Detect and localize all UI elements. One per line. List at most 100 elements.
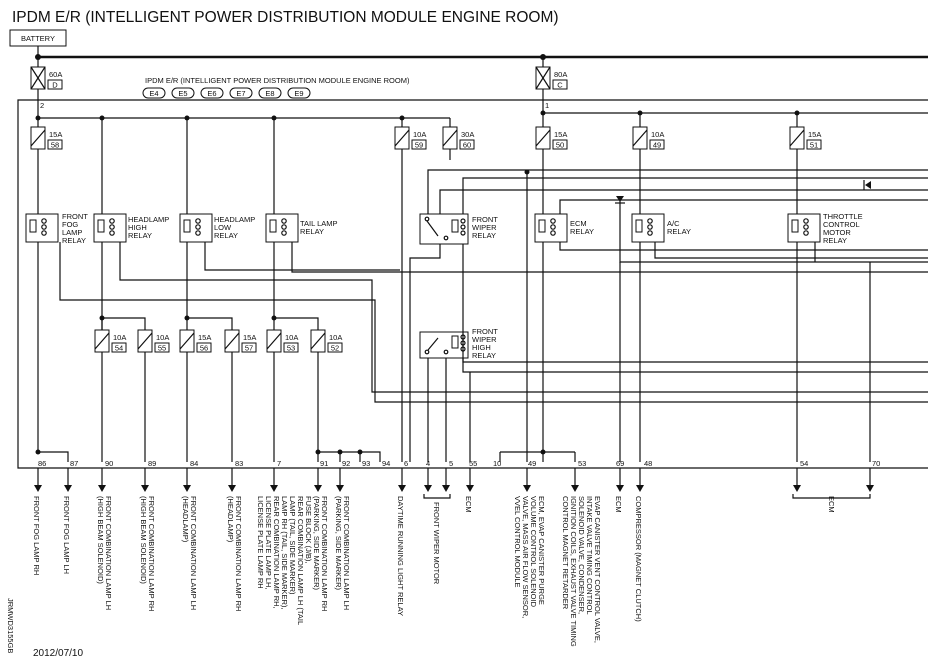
svg-text:MOTOR: MOTOR bbox=[823, 228, 851, 237]
diode-1 bbox=[615, 196, 625, 204]
relay-ac: A/C RELAY bbox=[631, 213, 691, 243]
svg-text:84: 84 bbox=[190, 459, 198, 468]
svg-text:LAMP RH (TAIL, SIDE MARKER),: LAMP RH (TAIL, SIDE MARKER), bbox=[280, 496, 289, 610]
svg-text:RELAY: RELAY bbox=[472, 231, 496, 240]
svg-text:LICENSE PLATE LAMP LH,: LICENSE PLATE LAMP LH, bbox=[264, 496, 273, 590]
battery-label: BATTERY bbox=[21, 34, 55, 43]
svg-text:VVEL CONTROL MODULE: VVEL CONTROL MODULE bbox=[513, 496, 522, 588]
svg-text:RELAY: RELAY bbox=[570, 227, 594, 236]
output-arrows bbox=[34, 468, 874, 499]
output-front-fog-lamp-lh: FRONT FOG LAMP LH bbox=[62, 496, 71, 574]
svg-text:7: 7 bbox=[277, 459, 281, 468]
relay-tail-lamp: TAIL LAMP RELAY bbox=[265, 213, 338, 243]
svg-text:(HIGH BEAM SOLENOID): (HIGH BEAM SOLENOID) bbox=[96, 496, 105, 584]
svg-text:LAMP: LAMP bbox=[62, 228, 82, 237]
svg-text:15A: 15A bbox=[198, 333, 211, 342]
svg-text:FUSE BLOCK (J/B),: FUSE BLOCK (J/B), bbox=[304, 496, 313, 564]
relay-ecm: ECM RELAY bbox=[534, 213, 594, 243]
diode-2 bbox=[863, 180, 871, 190]
svg-text:RELAY: RELAY bbox=[667, 227, 691, 236]
fuse-10a-53: 10A 53 bbox=[266, 329, 299, 462]
svg-text:57: 57 bbox=[245, 344, 253, 353]
svg-text:E7: E7 bbox=[236, 89, 245, 98]
svg-text:HIGH: HIGH bbox=[472, 343, 491, 352]
fuse-10a-52: 10A 52 bbox=[310, 329, 343, 452]
svg-text:58: 58 bbox=[51, 141, 59, 150]
svg-text:89: 89 bbox=[148, 459, 156, 468]
svg-text:FRONT: FRONT bbox=[472, 215, 498, 224]
fuse-15a-51: 15A 51 bbox=[789, 113, 822, 214]
relay-headlamp-low: HEADLAMP LOW RELAY bbox=[179, 213, 255, 243]
svg-text:52: 52 bbox=[331, 344, 339, 353]
svg-text:FRONT: FRONT bbox=[472, 327, 498, 336]
svg-text:91: 91 bbox=[320, 459, 328, 468]
svg-text:51: 51 bbox=[810, 141, 818, 150]
svg-text:E5: E5 bbox=[178, 89, 187, 98]
svg-text:SOLENOID VALVE, CONDENSER,: SOLENOID VALVE, CONDENSER, bbox=[577, 496, 586, 614]
svg-text:VALVE, MASS AIR FLOW SENSOR,: VALVE, MASS AIR FLOW SENSOR, bbox=[521, 496, 530, 618]
svg-text:RELAY: RELAY bbox=[214, 231, 238, 240]
svg-text:RELAY: RELAY bbox=[823, 236, 847, 245]
svg-text:ECM: ECM bbox=[827, 496, 836, 513]
svg-text:FRONT COMBINATION LAMP LH: FRONT COMBINATION LAMP LH bbox=[189, 496, 198, 610]
svg-text:50: 50 bbox=[556, 141, 564, 150]
svg-text:4: 4 bbox=[426, 459, 430, 468]
svg-text:FOG: FOG bbox=[62, 220, 78, 229]
output-labels: FRONT FOG LAMP RH FRONT FOG LAMP LH FRON… bbox=[32, 496, 836, 647]
fuse-15a-57: 15A 57 bbox=[224, 329, 257, 462]
svg-text:80A: 80A bbox=[554, 70, 567, 79]
svg-text:15A: 15A bbox=[49, 130, 62, 139]
svg-text:69: 69 bbox=[616, 459, 624, 468]
svg-text:6: 6 bbox=[404, 459, 408, 468]
svg-text:RELAY: RELAY bbox=[472, 351, 496, 360]
svg-text:53: 53 bbox=[578, 459, 586, 468]
svg-text:59: 59 bbox=[415, 141, 423, 150]
svg-text:49: 49 bbox=[653, 141, 661, 150]
relay-throttle-control-motor: THROTTLE CONTROL MOTOR RELAY bbox=[787, 212, 863, 245]
svg-text:RELAY: RELAY bbox=[128, 231, 152, 240]
svg-text:70: 70 bbox=[872, 459, 880, 468]
svg-text:15A: 15A bbox=[808, 130, 821, 139]
svg-text:60: 60 bbox=[463, 141, 471, 150]
svg-text:VOLUME CONTROL SOLENOID: VOLUME CONTROL SOLENOID bbox=[529, 496, 538, 608]
svg-text:ECM, EVAP CANISTER PURGE: ECM, EVAP CANISTER PURGE bbox=[537, 496, 546, 605]
fuse-10a-55: 10A 55 bbox=[137, 329, 170, 462]
fuse-15a-58: 15A 58 bbox=[30, 118, 63, 214]
svg-text:WIPER: WIPER bbox=[472, 223, 497, 232]
fuse-15a-50: 15A 50 bbox=[535, 113, 568, 214]
svg-text:10A: 10A bbox=[329, 333, 342, 342]
svg-text:ECM: ECM bbox=[614, 496, 623, 513]
fuse-10a-49: 10A 49 bbox=[632, 113, 665, 214]
svg-text:83: 83 bbox=[235, 459, 243, 468]
svg-text:60A: 60A bbox=[49, 70, 62, 79]
svg-text:10A: 10A bbox=[413, 130, 426, 139]
svg-text:(PARKING, SIDE MARKER): (PARKING, SIDE MARKER) bbox=[312, 496, 321, 591]
fuse-15a-56: 15A 56 bbox=[179, 329, 212, 462]
svg-text:55: 55 bbox=[469, 459, 477, 468]
relay-headlamp-high: HEADLAMP HIGH RELAY bbox=[93, 213, 169, 243]
svg-text:55: 55 bbox=[158, 344, 166, 353]
svg-text:10: 10 bbox=[493, 459, 501, 468]
svg-text:90: 90 bbox=[105, 459, 113, 468]
svg-text:E8: E8 bbox=[265, 89, 274, 98]
svg-text:15A: 15A bbox=[554, 130, 567, 139]
svg-text:56: 56 bbox=[200, 344, 208, 353]
module-label: IPDM E/R (INTELLIGENT POWER DISTRIBUTION… bbox=[145, 76, 410, 85]
svg-text:10A: 10A bbox=[113, 333, 126, 342]
relay-front-wiper: FRONT WIPER RELAY bbox=[419, 213, 498, 245]
svg-text:FRONT COMBINATION LAMP RH: FRONT COMBINATION LAMP RH bbox=[320, 496, 329, 611]
svg-text:FRONT COMBINATION LAMP LH: FRONT COMBINATION LAMP LH bbox=[342, 496, 351, 610]
svg-text:E9: E9 bbox=[294, 89, 303, 98]
svg-text:1: 1 bbox=[545, 101, 549, 110]
svg-text:94: 94 bbox=[382, 459, 390, 468]
svg-text:FRONT COMBINATION LAMP LH: FRONT COMBINATION LAMP LH bbox=[104, 496, 113, 610]
svg-text:LOW: LOW bbox=[214, 223, 232, 232]
svg-text:10A: 10A bbox=[651, 130, 664, 139]
svg-text:E4: E4 bbox=[149, 89, 158, 98]
svg-text:(PARKING, SIDE MARKER): (PARKING, SIDE MARKER) bbox=[334, 496, 343, 591]
svg-text:86: 86 bbox=[38, 459, 46, 468]
pin-labels: 86 87 90 89 84 83 7 91 92 93 94 6 4 5 55… bbox=[38, 459, 880, 468]
svg-text:REAR COMBINATION LAMP RH,: REAR COMBINATION LAMP RH, bbox=[272, 496, 281, 609]
svg-text:COMPRESSOR (MAGNET CLUTCH): COMPRESSOR (MAGNET CLUTCH) bbox=[634, 496, 643, 622]
